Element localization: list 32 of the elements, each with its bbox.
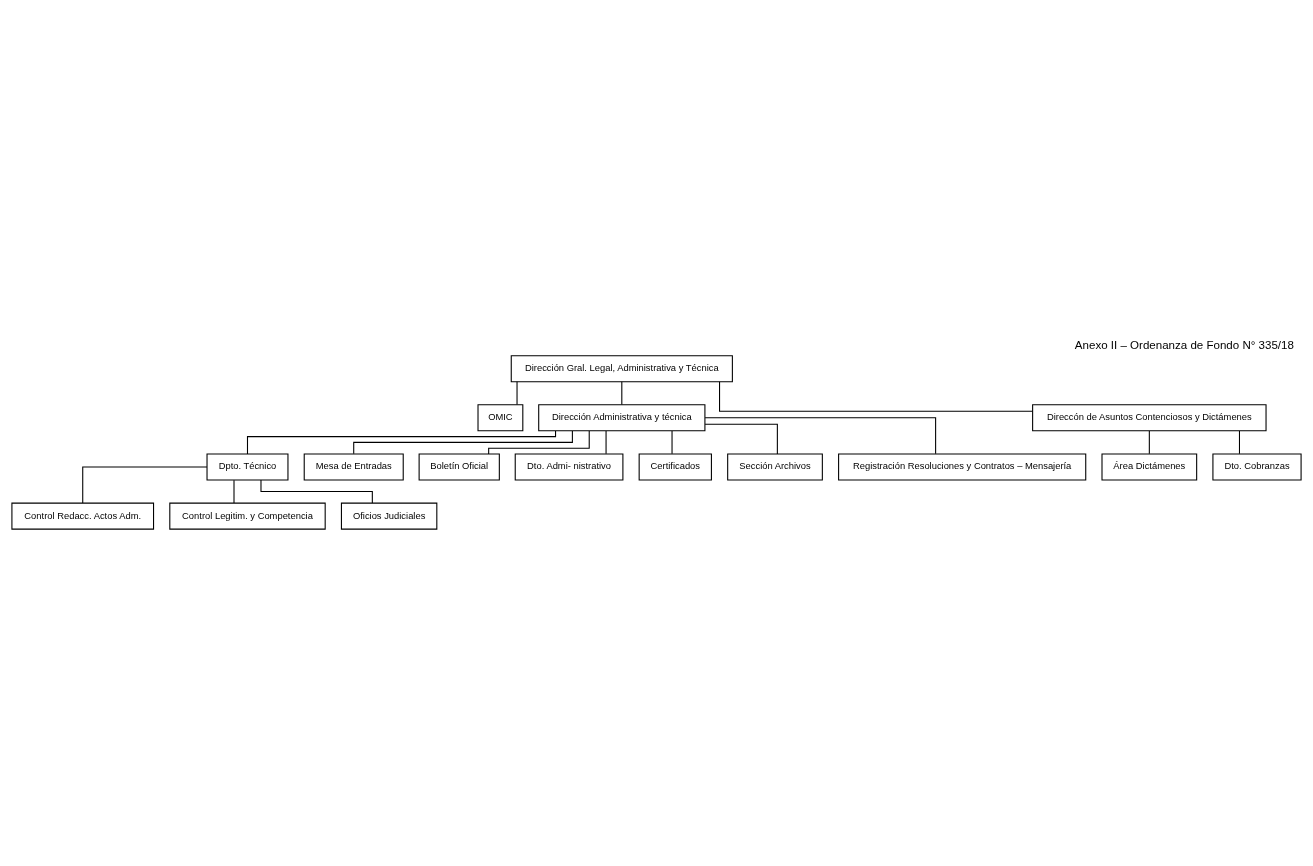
node-box: Sección Archivos	[727, 453, 823, 481]
connector	[704, 417, 937, 455]
connector	[719, 381, 1033, 412]
node-box: Registración Resoluciones y Contratos – Mensajería	[838, 453, 1087, 481]
node-box: Área Dictámenes	[1101, 453, 1198, 481]
diagram-title: Anexo II – Ordenanza de Fondo N° 335/18	[1074, 339, 1294, 352]
node-box: Dto. Cobranzas	[1212, 453, 1302, 481]
node-box: Certificados	[638, 453, 712, 481]
node-box: OMIC	[477, 404, 524, 432]
node-box: Control Redacc. Actos Adm.	[11, 502, 155, 530]
connector	[353, 430, 573, 455]
connector	[704, 423, 778, 455]
connector	[516, 381, 518, 406]
connector	[1148, 430, 1150, 455]
node-box: Control Legitim. y Competencia	[169, 502, 326, 530]
connector	[233, 479, 235, 504]
connector	[82, 466, 208, 504]
node-box: Dpto. Técnico	[206, 453, 289, 481]
connector	[621, 381, 623, 406]
node-box: Dirección Gral. Legal, Administrativa y Técnica	[510, 355, 733, 383]
node-box: Dto. Admi- nistrativo	[514, 453, 624, 481]
node-box: Direccón de Asuntos Contenciosos y Dictámenes	[1032, 404, 1267, 432]
node-box: Boletín Oficial	[418, 453, 500, 481]
connector	[246, 430, 557, 455]
connector	[605, 430, 607, 455]
connector	[671, 430, 673, 455]
connector	[260, 479, 373, 504]
connector	[1238, 430, 1240, 455]
node-box: Oficios Judiciales	[340, 502, 438, 530]
node-box: Dirección Administrativa y técnica	[538, 404, 706, 432]
node-box: Mesa de Entradas	[303, 453, 404, 481]
connector	[488, 430, 590, 455]
